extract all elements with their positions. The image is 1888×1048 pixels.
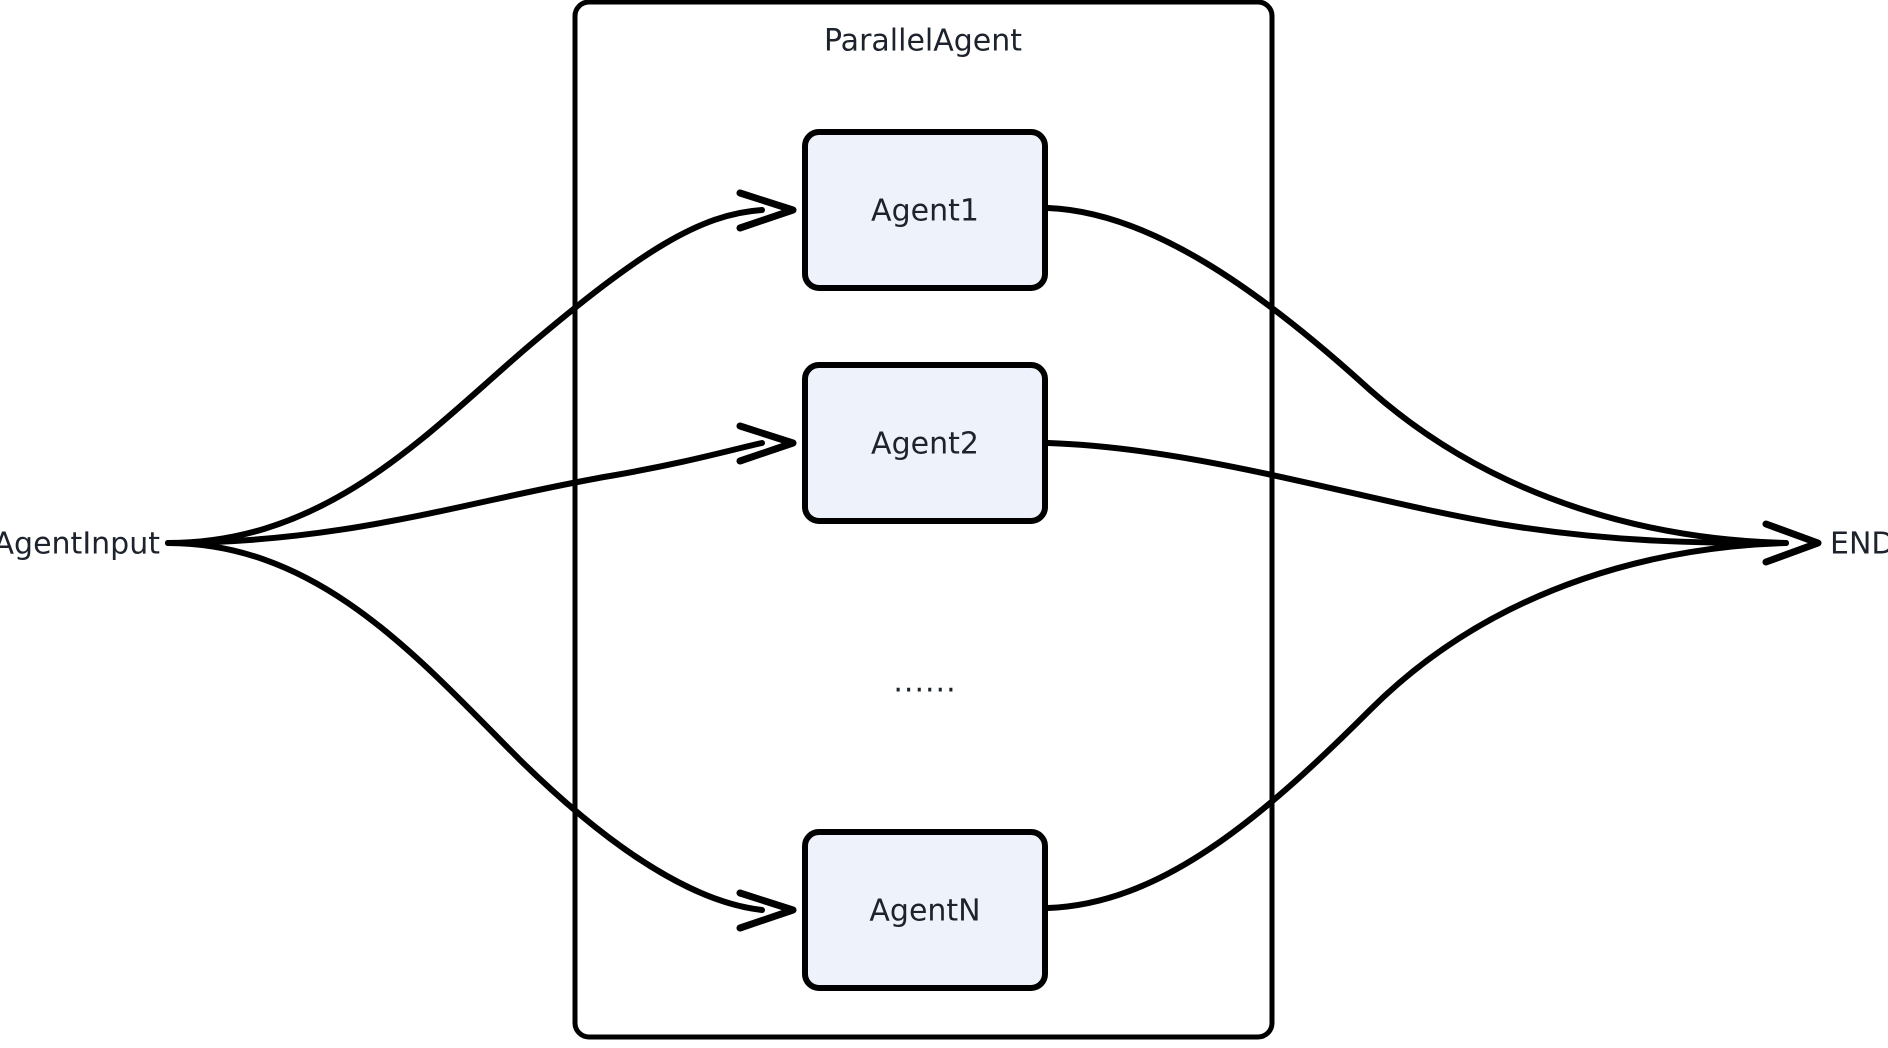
edge-agent2-to-end: [1045, 440, 1789, 547]
node-agentn-label: AgentN: [869, 894, 980, 929]
node-agent1[interactable]: Agent1: [802, 129, 1048, 291]
terminal-agent-input-label: AgentInput: [0, 527, 160, 562]
node-agent2[interactable]: Agent2: [802, 362, 1048, 524]
node-agentn-box[interactable]: [802, 829, 1048, 991]
node-agent2-label: Agent2: [871, 427, 979, 462]
node-agentn[interactable]: AgentN: [802, 829, 1048, 991]
terminal-end-label: END: [1830, 527, 1888, 562]
node-agent2-box[interactable]: [802, 362, 1048, 524]
ellipsis-label: ......: [893, 665, 956, 700]
edge-input-to-agent1: [165, 189, 797, 546]
edge-input-to-agentN: [165, 540, 797, 932]
node-agent1-box[interactable]: [802, 129, 1048, 291]
node-agent1-label: Agent1: [871, 194, 979, 229]
end-arrow-head: [1762, 520, 1822, 566]
group-title: ParallelAgent: [824, 24, 1022, 59]
edge-agentN-to-end: [1045, 540, 1789, 911]
edge-input-to-agent2: [165, 422, 797, 546]
edge-agent1-to-end: [1045, 205, 1789, 546]
